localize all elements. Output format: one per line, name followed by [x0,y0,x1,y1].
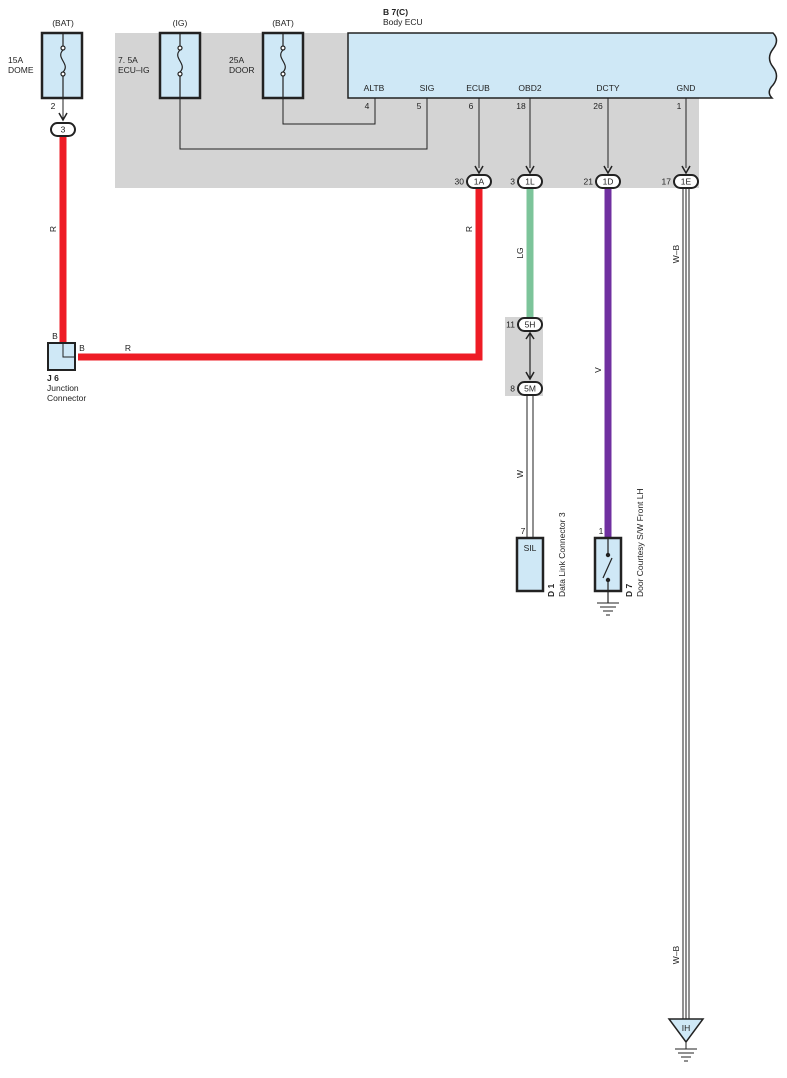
connector-5m: 5M 8 [510,381,543,396]
dlc-name: Data Link Connector 3 [557,512,567,597]
ecu-internal-wiring [179,97,687,168]
wire-label-w: W [515,470,525,478]
dlc-box [515,536,545,593]
wire-label-b-top: B [52,331,58,341]
terminal-sig-label: SIG [420,83,435,93]
pin-ecub: 6 [469,101,474,111]
dlc-code: D 1 [546,584,556,598]
connector-1l: 1L 3 [510,174,543,189]
pin-sig: 5 [417,101,422,111]
arrow-5h [525,331,535,340]
wire-label-wb-bottom: W–B [671,945,681,964]
fuse-door-source: (BAT) [272,18,294,28]
fuse-door-name: DOOR [229,65,255,75]
ground-point-triangle [667,1018,705,1044]
door-switch-pin: 1 [599,526,604,536]
door-switch-code: D 7 [624,584,634,598]
arrow-5m [525,371,535,381]
connector-3: 3 [50,122,76,137]
pin-dcty: 26 [593,101,603,111]
fuse-dome-rating: 15A [8,55,23,65]
ground-point-label: IH [682,1023,691,1033]
arrow-1a [474,165,484,175]
connector-1e: 1E 17 [662,174,699,189]
door-switch-name: Door Courtesy S/W Front LH [635,488,645,597]
door-switch-icon [602,538,613,603]
dlc-terminal: SIL [524,543,537,553]
wires [59,137,690,1020]
door-switch-ground-icon [597,602,619,616]
connector-1d-id: 1D [603,177,614,187]
connector-1a: 1A 30 [455,174,492,189]
arrow-1d [603,165,613,175]
fuse-dome-box [40,31,84,100]
pin-gnd: 1 [677,101,682,111]
connector-5m-id: 5M [524,384,536,394]
fuse-ecuig-icon [177,33,183,98]
connector-1d-pin: 21 [584,177,594,187]
fuse-door-rating: 25A [229,55,244,65]
fuse-dome-name: DOME [8,65,34,75]
fuse-dome-pin: 2 [51,101,56,111]
ground-point-icon [675,1042,697,1062]
wire-label-wb-top: W–B [671,244,681,263]
wire-label-r-dome: R [48,226,58,232]
fuse-dome-icon [60,33,66,98]
wire-label-r-ecub: R [464,226,474,232]
dlc-pin: 7 [521,526,526,536]
ecu-name: Body ECU [383,17,423,27]
connector-3-id: 3 [61,125,66,135]
ecu-code: B 7(C) [383,7,408,17]
connector-1e-pin: 17 [662,177,672,187]
terminal-ecub-label: ECUB [466,83,490,93]
junction-connector-link [62,343,75,358]
connector-1e-id: 1E [681,177,692,187]
terminal-obd2-label: OBD2 [518,83,541,93]
connector-1d: 1D 21 [584,174,621,189]
body-ecu-box [347,32,778,99]
terminal-dcty-label: DCTY [596,83,619,93]
fuse-door-icon [280,33,286,98]
connector-1l-pin: 3 [510,177,515,187]
terminal-altb-label: ALTB [364,83,385,93]
arrow-1e [681,165,691,175]
arrow-1l [525,165,535,175]
junction-code: J 6 [47,373,59,383]
connector-5h-pin: 11 [506,320,515,330]
connector-1a-pin: 30 [455,177,465,187]
pin-obd2: 18 [516,101,526,111]
pin-altb: 4 [365,101,370,111]
wire-label-v: V [593,367,603,373]
connector-1a-id: 1A [474,177,485,187]
connector-1l-id: 1L [525,177,535,187]
terminal-gnd-label: GND [677,83,696,93]
wire-label-b-right: B [79,343,85,353]
fuse-ecuig-name: ECU–IG [118,65,150,75]
internal-line-altb [282,97,376,125]
fuse-ecuig-rating: 7. 5A [118,55,138,65]
connector-5h: 5H 11 [506,317,543,332]
junction-name-line2: Connector [47,393,86,403]
wire-label-r-horizontal: R [125,343,131,353]
junction-name-line1: Junction [47,383,79,393]
wire-label-lg: LG [515,247,525,258]
connector-5h-id: 5H [525,320,536,330]
internal-line-sig [179,97,428,150]
fuse-ecuig-source: (IG) [173,18,188,28]
fuse-dome-source: (BAT) [52,18,74,28]
wire-red-ecub [78,189,483,361]
connector-5m-pin: 8 [510,384,515,394]
